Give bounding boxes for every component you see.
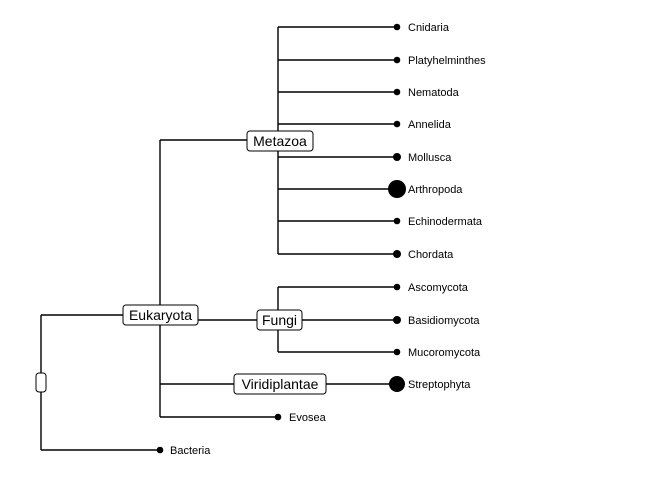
tip-marker-chordata xyxy=(393,250,401,258)
tree-edges xyxy=(40,26,397,451)
node-box-fungi xyxy=(256,309,303,331)
tip-marker-nematoda xyxy=(393,88,401,96)
tip-marker-evosea xyxy=(274,413,282,421)
tip-label-cnidaria: Cnidaria xyxy=(408,22,450,34)
tip-label-bacteria: Bacteria xyxy=(170,445,211,457)
tip-marker-platyhelminthes xyxy=(393,56,401,64)
tip-marker-basidiomycota xyxy=(393,316,401,324)
tip-marker-arthropoda xyxy=(388,180,406,198)
tip-label-basidiomycota: Basidiomycota xyxy=(408,315,480,327)
node-label-fungi: Fungi xyxy=(262,312,297,328)
node-box-eukaryota xyxy=(122,304,199,326)
tip-label-annelida: Annelida xyxy=(408,119,452,131)
tip-label-platyhelminthes: Platyhelminthes xyxy=(408,55,486,67)
node-label-viridiplantae: Viridiplantae xyxy=(242,376,319,392)
tip-label-streptophyta: Streptophyta xyxy=(408,379,471,391)
root-node-box xyxy=(35,372,47,393)
tip-label-chordata: Chordata xyxy=(408,249,454,261)
tip-markers xyxy=(156,23,406,454)
tip-marker-annelida xyxy=(393,120,401,128)
tip-marker-mucoromycota xyxy=(393,348,401,356)
node-label-metazoa: Metazoa xyxy=(253,133,307,149)
tip-label-nematoda: Nematoda xyxy=(408,87,460,99)
tip-label-echinodermata: Echinodermata xyxy=(408,216,483,228)
tip-label-ascomycota: Ascomycota xyxy=(408,282,469,294)
tip-label-mollusca: Mollusca xyxy=(408,152,452,164)
node-box-metazoa xyxy=(246,130,314,152)
node-box-viridiplantae xyxy=(233,373,327,395)
internal-node-labels: Eukaryota Metazoa Fungi Viridiplantae xyxy=(35,130,327,395)
tip-labels: Cnidaria Platyhelminthes Nematoda Anneli… xyxy=(170,22,486,457)
tip-marker-echinodermata xyxy=(393,217,401,225)
tip-marker-streptophyta xyxy=(389,376,405,392)
tip-label-mucoromycota: Mucoromycota xyxy=(408,347,481,359)
tip-marker-cnidaria xyxy=(393,23,401,31)
tip-marker-bacteria xyxy=(156,446,164,454)
tip-label-arthropoda: Arthropoda xyxy=(408,184,463,196)
tip-marker-mollusca xyxy=(393,153,401,161)
tip-label-evosea: Evosea xyxy=(289,412,327,424)
node-label-eukaryota: Eukaryota xyxy=(129,307,192,323)
tip-marker-ascomycota xyxy=(393,283,401,291)
